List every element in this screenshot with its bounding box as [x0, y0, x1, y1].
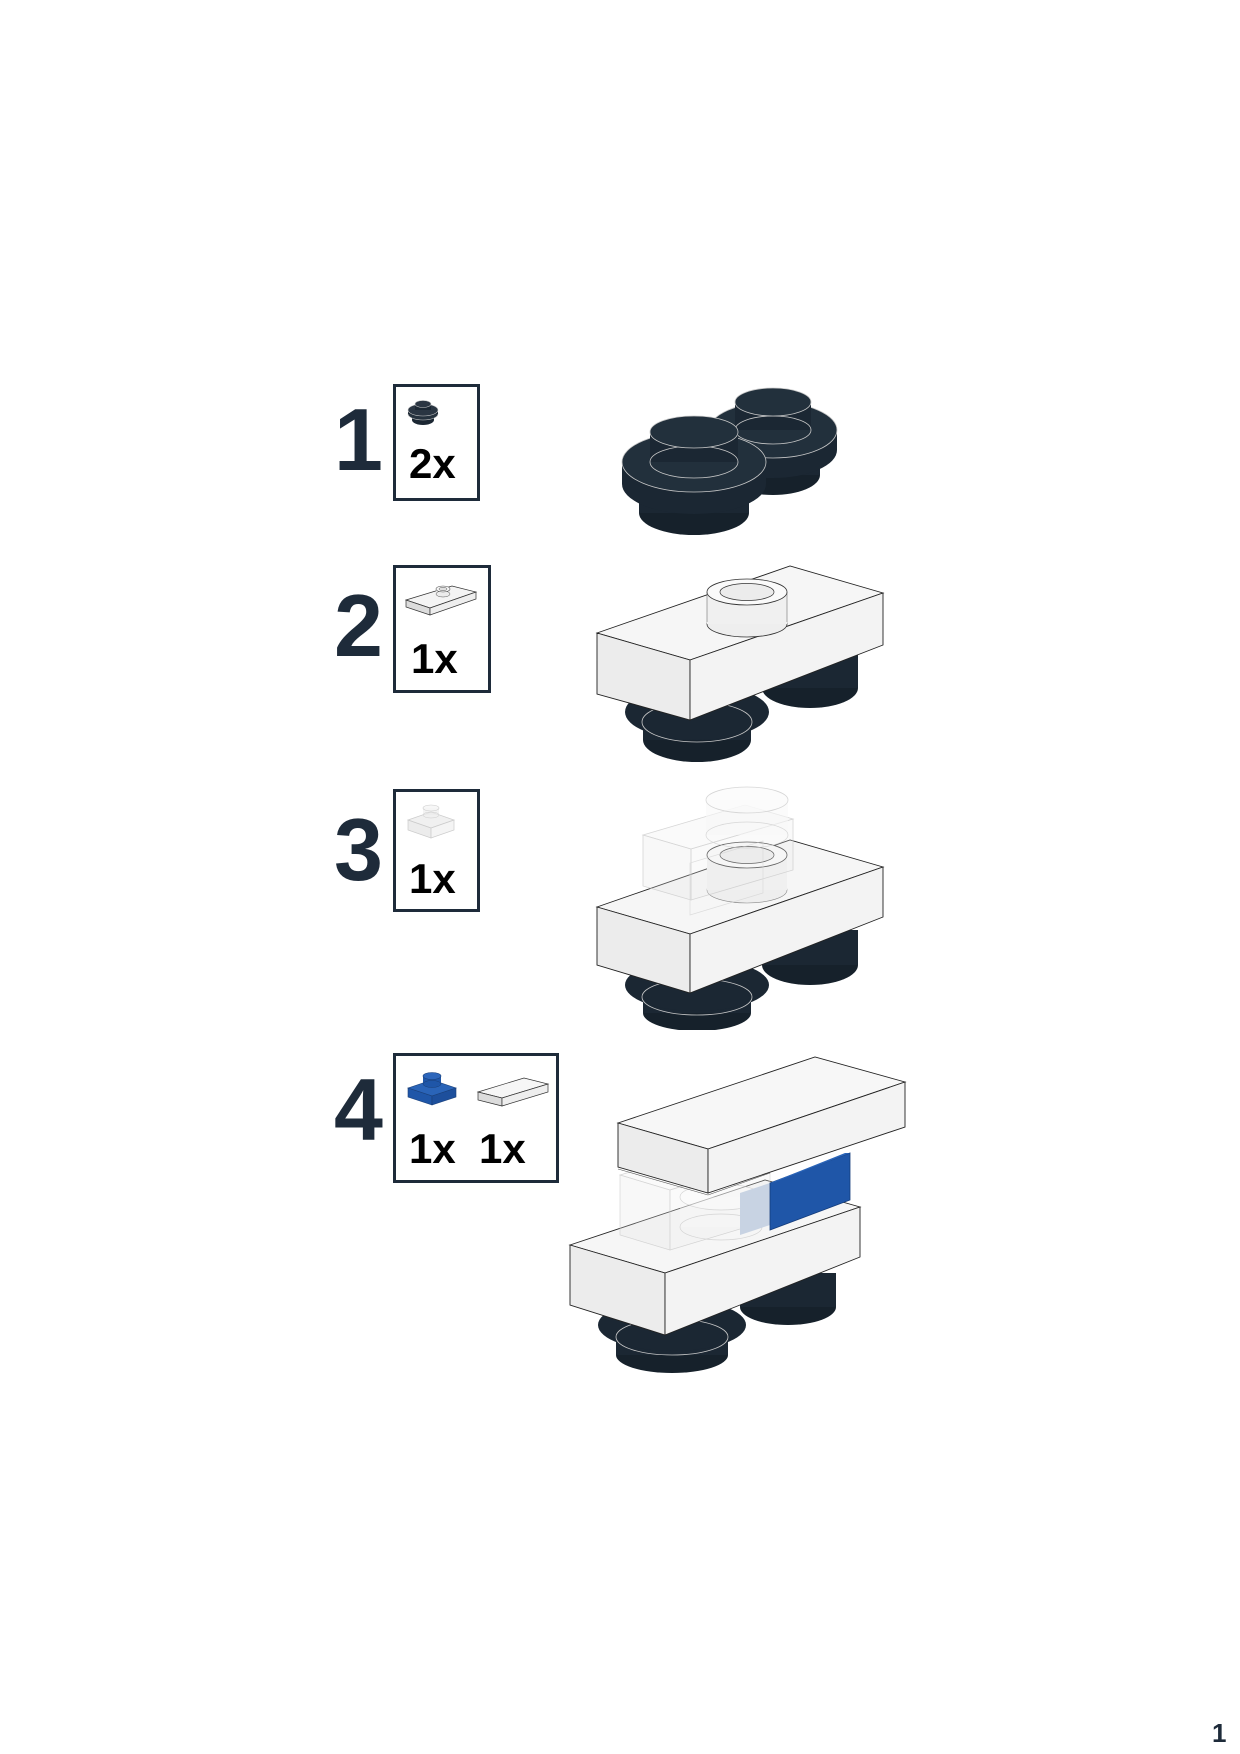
part-quantity: 1x [479, 1125, 526, 1172]
step-number-3: 3 [334, 800, 383, 899]
step-4-model-blue-plate-and-tile [568, 1056, 907, 1373]
step-number-1: 1 [334, 390, 383, 489]
parts-callout-step-4: 1x 1x [393, 1053, 559, 1183]
step-number-4: 4 [334, 1060, 383, 1159]
part-quantity: 1x [411, 635, 458, 682]
part-quantity: 1x [409, 855, 456, 902]
parts-callout-step-2: 1x [393, 565, 491, 693]
parts-callout-step-3: 1x [393, 789, 480, 912]
step-1-model-two-round-plates [621, 387, 838, 535]
part-quantity: 1x [409, 1125, 456, 1172]
plate-trans-clear-icon [406, 804, 456, 839]
parts-callout-step-1: 2x [393, 384, 480, 501]
round-plate-dark-icon [407, 400, 439, 425]
jumper-plate-white-icon [404, 585, 478, 616]
step-2-model-jumper-plate [595, 565, 885, 762]
step-number-2: 2 [334, 576, 383, 675]
step-3-model-trans-clear-plate [595, 786, 885, 1030]
page-number: 1 [1212, 1718, 1227, 1748]
tile-white-icon [476, 1077, 550, 1107]
plate-blue-icon [407, 1072, 457, 1106]
part-quantity: 2x [409, 440, 456, 487]
